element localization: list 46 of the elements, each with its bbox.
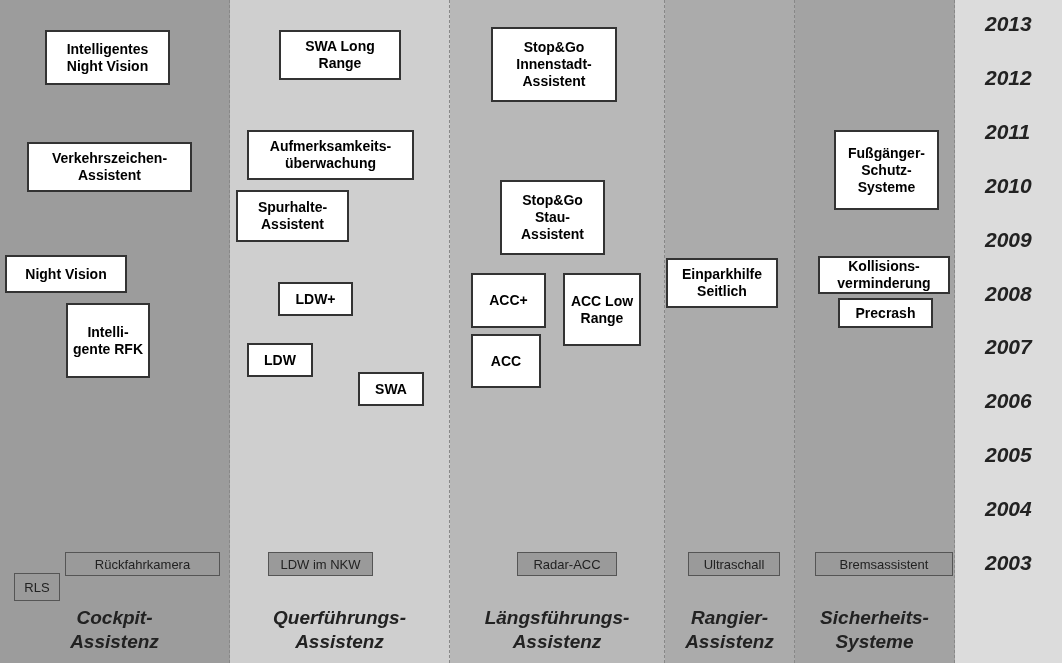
system-box: Intelli- gente RFK xyxy=(66,303,150,378)
year-label: 2012 xyxy=(985,65,1032,90)
system-box: Stop&Go Innenstadt- Assistent xyxy=(491,27,617,102)
year-label: 2013 xyxy=(985,12,1032,36)
year-label: 2009 xyxy=(985,227,1032,252)
system-box: ACC Low Range xyxy=(563,273,641,346)
system-box: Intelligentes Night Vision xyxy=(45,30,170,85)
year-label: 2003 xyxy=(985,551,1032,575)
system-box: Stop&Go Stau- Assistent xyxy=(500,180,605,255)
year-label: 2011 xyxy=(985,119,1031,144)
column-heading: Querführungs- Assistenz xyxy=(272,606,407,654)
system-box: Spurhalte- Assistent xyxy=(236,190,349,242)
system-box: SWA xyxy=(358,372,424,406)
system-box: ACC xyxy=(471,334,541,388)
year-label: 2006 xyxy=(985,389,1032,414)
year-label: 2007 xyxy=(985,335,1032,360)
system-box: Verkehrszeichen- Assistent xyxy=(27,142,192,192)
column-heading: Cockpit- Assistenz xyxy=(69,606,160,654)
year-label: 2010 xyxy=(985,173,1032,198)
year-label: 2005 xyxy=(985,443,1032,468)
base-technology-box: LDW im NKW xyxy=(268,552,373,576)
system-box: LDW+ xyxy=(278,282,353,316)
base-technology-box: Radar-ACC xyxy=(517,552,617,576)
system-box: ACC+ xyxy=(471,273,546,328)
year-label: 2008 xyxy=(985,281,1032,306)
system-box: LDW xyxy=(247,343,313,377)
column-heading: Rangier- Assistenz xyxy=(684,606,775,654)
base-technology-box: RLS xyxy=(14,573,60,601)
system-box: Precrash xyxy=(838,298,933,328)
base-technology-box: Rückfahrkamera xyxy=(65,552,220,576)
column-heading: Sicherheits- Systeme xyxy=(819,606,930,654)
base-technology-box: Bremsassistent xyxy=(815,552,953,576)
system-box: Kollisions- verminderung xyxy=(818,256,950,294)
system-box: SWA Long Range xyxy=(279,30,401,80)
system-box: Aufmerksamkeits- überwachung xyxy=(247,130,414,180)
system-box: Night Vision xyxy=(5,255,127,293)
category-column xyxy=(450,0,665,663)
column-heading: Längsführungs- Assistenz xyxy=(483,606,631,654)
year-label: 2004 xyxy=(985,497,1032,522)
system-box: Einparkhilfe Seitlich xyxy=(666,258,778,308)
category-column xyxy=(230,0,450,663)
category-column xyxy=(795,0,955,663)
category-column xyxy=(0,0,230,663)
base-technology-box: Ultraschall xyxy=(688,552,780,576)
category-column xyxy=(665,0,795,663)
system-box: Fußgänger- Schutz- Systeme xyxy=(834,130,939,210)
